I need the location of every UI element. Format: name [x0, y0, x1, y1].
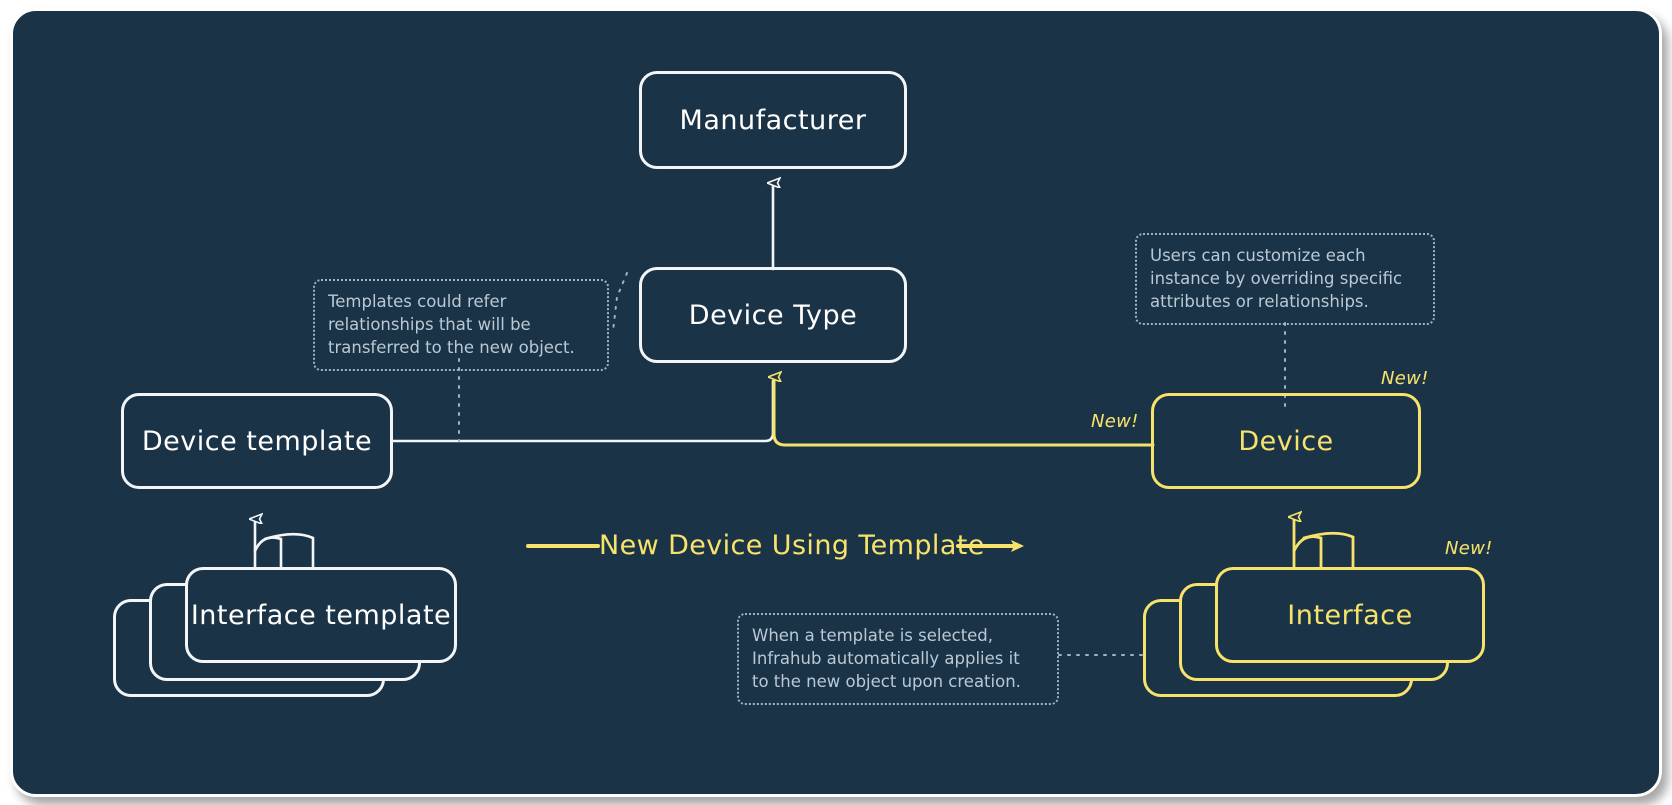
- node-interface-label: Interface: [1287, 599, 1413, 631]
- callout-templates-refer: Templates could refer relationships that…: [313, 279, 609, 371]
- node-device-label: Device: [1238, 425, 1334, 457]
- node-interface-template-label: Interface template: [190, 599, 452, 631]
- edge-interfacetemplate-devicetemplate: [255, 519, 315, 571]
- node-interface[interactable]: Interface: [1215, 567, 1485, 663]
- edge-devicetemplate-devicetype: [391, 379, 775, 443]
- transition-arrow-label: New Device Using Template: [599, 530, 985, 561]
- node-device[interactable]: Device: [1151, 393, 1421, 489]
- dotted-connector-devicetype-left: [612, 272, 628, 332]
- new-badge-device: New!: [1381, 368, 1429, 389]
- node-manufacturer-label: Manufacturer: [679, 104, 867, 136]
- node-manufacturer[interactable]: Manufacturer: [639, 71, 907, 169]
- edge-interface-device: [1294, 517, 1355, 571]
- node-device-type-label: Device Type: [688, 299, 858, 331]
- node-device-type[interactable]: Device Type: [639, 267, 907, 363]
- diagram-canvas: Manufacturer Device Type Device template…: [10, 8, 1662, 797]
- node-device-template[interactable]: Device template: [121, 393, 393, 489]
- new-badge-interface: New!: [1445, 538, 1493, 559]
- callout-auto-apply: When a template is selected, Infrahub au…: [737, 613, 1059, 705]
- node-interface-template[interactable]: Interface template: [185, 567, 457, 663]
- callout-users-customize: Users can customize each instance by ove…: [1135, 233, 1435, 325]
- new-badge-link: New!: [1091, 411, 1139, 432]
- node-device-template-label: Device template: [141, 425, 373, 457]
